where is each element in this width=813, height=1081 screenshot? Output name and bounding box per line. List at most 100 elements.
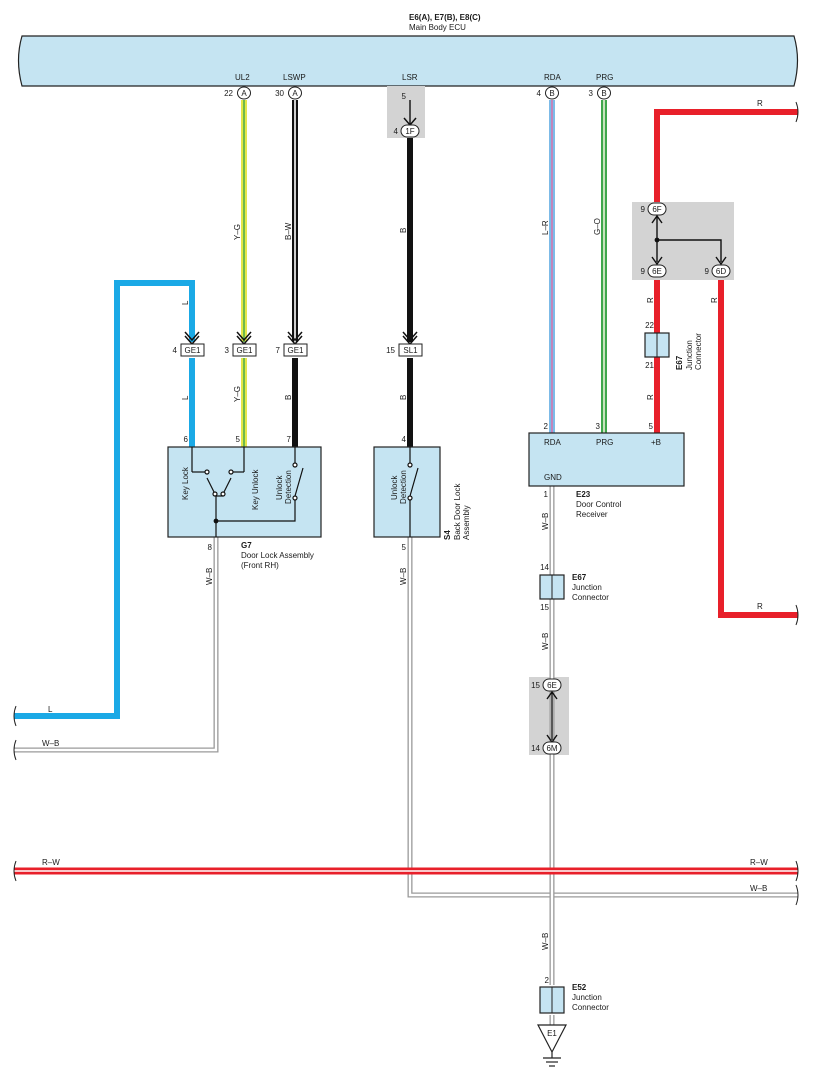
svg-text:5: 5	[236, 435, 241, 444]
wire-l	[14, 280, 195, 719]
wire-wb	[14, 486, 798, 1025]
svg-text:W–B: W–B	[42, 739, 59, 748]
svg-text:5: 5	[649, 422, 654, 431]
e23-code: E23	[576, 490, 591, 499]
ecu-terminal-prg: PRG	[596, 73, 613, 82]
svg-text:8: 8	[208, 543, 213, 552]
ecu-code: E6(A), E7(B), E8(C)	[409, 13, 481, 22]
connector-6e-6m: 6E 15 6M 14	[531, 678, 562, 755]
svg-text:B: B	[284, 395, 293, 400]
svg-text:B: B	[549, 89, 554, 98]
svg-text:B: B	[399, 395, 408, 400]
e23-terminal-prg: PRG	[596, 438, 613, 447]
svg-text:GE1: GE1	[236, 346, 253, 355]
svg-text:5: 5	[402, 543, 407, 552]
svg-text:21: 21	[645, 361, 654, 370]
svg-text:B: B	[601, 89, 606, 98]
e23-terminal-gnd: GND	[544, 473, 562, 482]
svg-text:9: 9	[705, 267, 710, 276]
ecu-terminal-lswp: LSWP	[283, 73, 306, 82]
ecu-terminal-ul2: UL2	[235, 73, 250, 82]
e67-upper-name-sub: Connector	[694, 333, 703, 370]
svg-text:22: 22	[645, 321, 654, 330]
e52-name: Junction	[572, 993, 602, 1002]
svg-text:1F: 1F	[405, 127, 414, 136]
svg-text:GE1: GE1	[184, 346, 201, 355]
svg-text:3: 3	[225, 346, 230, 355]
svg-text:G–O: G–O	[593, 218, 602, 235]
svg-text:Y–G: Y–G	[233, 386, 242, 402]
svg-text:2: 2	[545, 976, 550, 985]
svg-text:7: 7	[287, 435, 292, 444]
svg-text:6: 6	[184, 435, 189, 444]
svg-text:4: 4	[394, 127, 399, 136]
svg-text:6F: 6F	[652, 205, 661, 214]
ecu-name: Main Body ECU	[409, 23, 466, 32]
svg-text:R: R	[646, 297, 655, 303]
g7-name-sub: (Front RH)	[241, 561, 279, 570]
g7-switch-key-lock: Key Lock	[181, 466, 190, 500]
svg-text:W–B: W–B	[399, 568, 408, 585]
connector-ge1-yg: GE1 3	[225, 331, 257, 357]
e67-lower-name-sub: Connector	[572, 593, 609, 602]
ecu-box	[17, 35, 799, 87]
e52-name-sub: Connector	[572, 1003, 609, 1012]
svg-text:4: 4	[173, 346, 178, 355]
svg-text:L–R: L–R	[541, 220, 550, 235]
svg-text:R: R	[710, 297, 719, 303]
connector-ge1-l: GE1 4	[173, 331, 205, 357]
door-control-receiver: 2 3 5 1 RDA PRG +B GND E23 Door Control …	[528, 422, 685, 519]
svg-text:30: 30	[275, 89, 284, 98]
svg-text:R–W: R–W	[750, 858, 768, 867]
s4-switch-detection: Detection	[399, 470, 408, 504]
svg-text:L: L	[181, 395, 190, 400]
junction-connector-e67-lower: 14 15 E67 Junction Connector	[539, 563, 609, 612]
g7-switch-detection: Detection	[284, 470, 293, 504]
ecu-terminal-rda: RDA	[544, 73, 562, 82]
e52-code: E52	[572, 983, 587, 992]
back-door-lock-assembly: 4 5 Unlock Detection S4 Back Door Lock A…	[373, 435, 471, 552]
svg-text:E1: E1	[547, 1029, 557, 1038]
svg-text:SL1: SL1	[403, 346, 418, 355]
ecu-terminal-markers: A 22 A 30 5 B 4 B 3	[224, 86, 611, 101]
wire-color-labels: L L Y–G Y–G B–W B B B L–R G–O R R R R R …	[42, 99, 768, 950]
e67-upper-code: E67	[675, 355, 684, 370]
svg-text:14: 14	[531, 744, 540, 753]
wire-r	[654, 109, 798, 618]
connector-6f-6e-6d: 6F 9 6E 9 6D 9	[641, 202, 731, 278]
main-body-ecu: E6(A), E7(B), E8(C) Main Body ECU UL2 LS…	[17, 13, 799, 87]
svg-text:Y–G: Y–G	[233, 224, 242, 240]
svg-text:14: 14	[540, 563, 549, 572]
svg-text:A: A	[241, 89, 247, 98]
svg-text:6M: 6M	[546, 744, 557, 753]
e23-terminal-b: +B	[651, 438, 661, 447]
svg-text:R: R	[646, 394, 655, 400]
g7-code: G7	[241, 541, 252, 550]
ecu-terminal-lsr: LSR	[402, 73, 418, 82]
svg-text:4: 4	[402, 435, 407, 444]
svg-text:R: R	[757, 99, 763, 108]
svg-text:W–B: W–B	[541, 633, 550, 650]
svg-text:B–W: B–W	[284, 222, 293, 240]
junction-connector-e52: 2 E52 Junction Connector	[539, 976, 609, 1014]
s4-name: Back Door Lock	[453, 483, 462, 540]
connector-1f: 1F 4	[394, 117, 420, 138]
svg-text:GE1: GE1	[287, 346, 304, 355]
svg-text:4: 4	[537, 89, 542, 98]
junction-connector-e67-upper: 22 21 E67 Junction Connector	[644, 321, 703, 370]
e23-terminal-rda: RDA	[544, 438, 562, 447]
e67-lower-code: E67	[572, 573, 587, 582]
ground-e1: E1	[537, 1024, 567, 1067]
e67-upper-name: Junction	[685, 340, 694, 370]
door-lock-assembly-front-rh: 6 5 7 8 Key Lock Key Unlock Unlock	[167, 435, 322, 570]
wire-break-marks	[13, 101, 799, 906]
connector-ge1-bw: GE1 7	[276, 331, 308, 357]
svg-text:15: 15	[386, 346, 395, 355]
e67-lower-name: Junction	[572, 583, 602, 592]
svg-text:6D: 6D	[716, 267, 726, 276]
e23-name: Door Control	[576, 500, 622, 509]
svg-text:5: 5	[402, 92, 407, 101]
svg-text:6E: 6E	[652, 267, 662, 276]
svg-text:9: 9	[641, 205, 646, 214]
